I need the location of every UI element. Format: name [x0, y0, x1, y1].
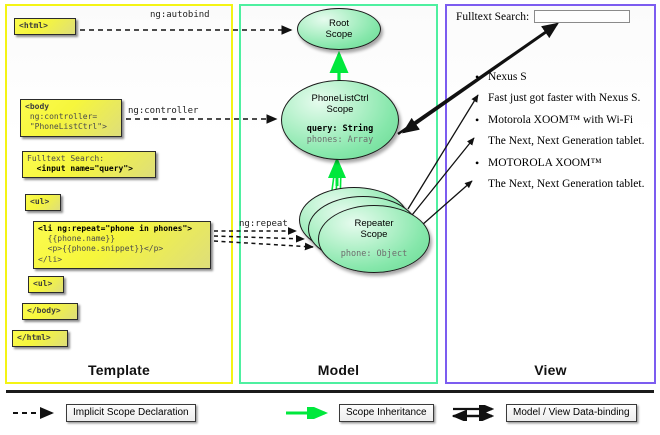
ctrl-scope-title-1: PhoneListCtrl [311, 93, 369, 104]
fulltext-search-label: Fulltext Search: [456, 10, 530, 23]
repeater-scope-title-2: Scope [360, 229, 388, 241]
root-scope-node: Root Scope [297, 8, 381, 50]
list-item: Nexus S Fast just got faster with Nexus … [475, 70, 651, 104]
legend-label-implicit-scope-declaration: Implicit Scope Declaration [66, 404, 196, 422]
root-scope-title-1: Root [328, 18, 350, 29]
phone-snippet: Fast just got faster with Nexus S. [488, 92, 641, 104]
green-arrow-icon [285, 404, 333, 422]
legend-label-model-view-databinding: Model / View Data-binding [506, 404, 637, 422]
legend-item-model-view-databinding: Model / View Data-binding [451, 402, 637, 423]
code-box-ul-close: <ul> [28, 276, 64, 294]
code-box-body-open: <body ng:controller= "PhoneListCtrl"> [20, 99, 122, 137]
list-item: MOTOROLA XOOM™ The Next, Next Generation… [475, 156, 651, 190]
list-item: Motorola XOOM™ with Wi-Fi The Next, Next… [475, 113, 651, 147]
dashed-arrow-icon [12, 407, 60, 419]
root-scope-title-2: Scope [325, 29, 353, 41]
double-arrow-icon [451, 402, 500, 423]
template-column-label: Template [87, 362, 151, 378]
repeater-scope-node: Repeater Scope phone: Object [318, 205, 430, 273]
fulltext-search-row: Fulltext Search: [456, 10, 651, 23]
legend-item-implicit-scope-declaration: Implicit Scope Declaration [12, 404, 196, 422]
legend: Implicit Scope Declaration Scope Inherit… [0, 398, 660, 434]
code-box-ul-open: <ul> [25, 194, 61, 212]
ctrl-scope-prop-phones: phones: Array [306, 135, 374, 146]
ctrl-scope-title-2: Scope [326, 104, 354, 116]
fulltext-search-input[interactable] [534, 10, 631, 23]
input-markup: <input name="query"> [36, 164, 133, 174]
phone-name: Motorola XOOM™ with Wi-Fi [475, 113, 651, 128]
ctrl-scope-prop-query: query: String [306, 124, 374, 135]
edge-label-ng-controller: ng:controller [128, 106, 199, 116]
edge-label-ng-autobind: ng:autobind [150, 10, 210, 20]
view-render-area: Fulltext Search: Nexus S Fast just got f… [451, 10, 651, 360]
phone-name: Nexus S [475, 70, 651, 85]
repeater-scope-title-1: Repeater [354, 218, 394, 229]
legend-divider [6, 390, 654, 393]
legend-item-scope-inheritance: Scope Inheritance [285, 404, 434, 422]
edge-label-ng-repeat: ng:repeat [239, 219, 288, 229]
phone-name: MOTOROLA XOOM™ [475, 156, 651, 171]
code-box-li-repeat: <li ng:repeat="phone in phones"> {{phone… [33, 221, 211, 269]
repeater-scope-prop-phone: phone: Object [340, 249, 408, 260]
legend-label-scope-inheritance: Scope Inheritance [339, 404, 434, 422]
phone-snippet: The Next, Next Generation tablet. [488, 135, 645, 147]
phone-list: Nexus S Fast just got faster with Nexus … [475, 70, 651, 190]
phone-snippet: The Next, Next Generation tablet. [488, 178, 645, 190]
view-column-label: View [534, 362, 567, 378]
code-box-fulltext-search: Fulltext Search: <input name="query"> [22, 151, 156, 179]
code-box-html-open: <html> [14, 18, 76, 36]
code-box-body-close: </body> [22, 303, 78, 321]
model-column-label: Model [317, 362, 360, 378]
code-box-html-close: </html> [12, 330, 68, 348]
phonelistctrl-scope-node: PhoneListCtrl Scope query: String phones… [281, 80, 399, 160]
